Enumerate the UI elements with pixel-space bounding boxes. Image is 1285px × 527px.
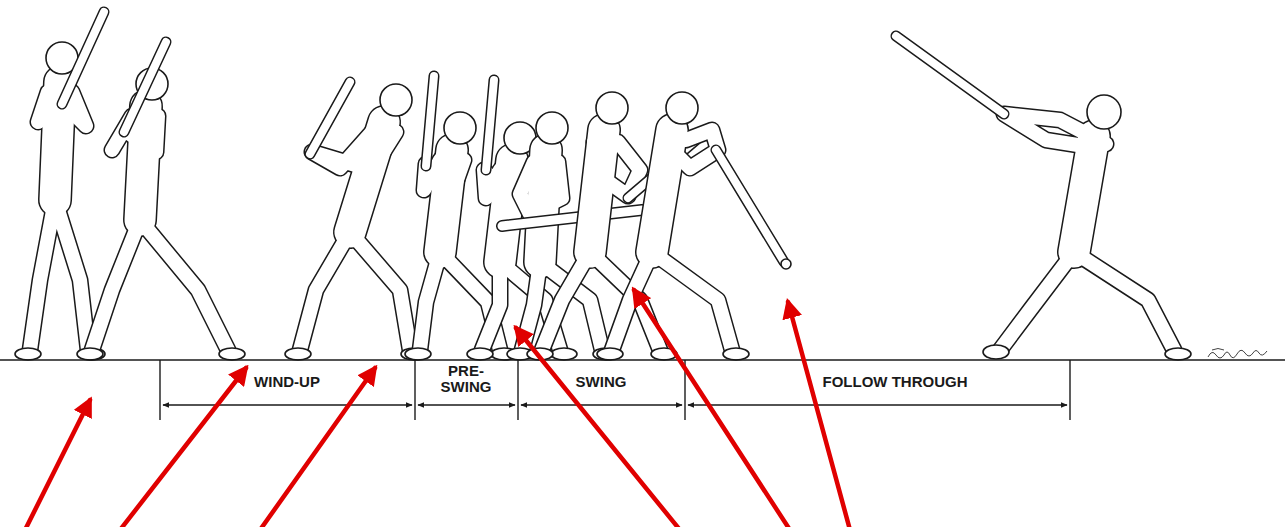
phase-extent-arrows xyxy=(163,404,1067,405)
batter-figure xyxy=(77,42,245,360)
phase-label: WIND-UP xyxy=(252,374,322,390)
ground-line xyxy=(0,359,1285,361)
phase-label: PRE- SWING xyxy=(433,363,499,395)
batter-figure xyxy=(896,36,1191,360)
batter-figure xyxy=(527,92,696,360)
phase-label: SWING xyxy=(574,374,629,390)
phase-label: FOLLOW THROUGH xyxy=(821,374,970,390)
batter-figure xyxy=(597,92,791,360)
signature-scribble xyxy=(1208,349,1267,359)
batter-figure xyxy=(15,12,105,360)
batter-figure xyxy=(285,82,427,360)
pointer-arrows xyxy=(25,290,850,527)
phase-dividers xyxy=(160,360,1070,420)
